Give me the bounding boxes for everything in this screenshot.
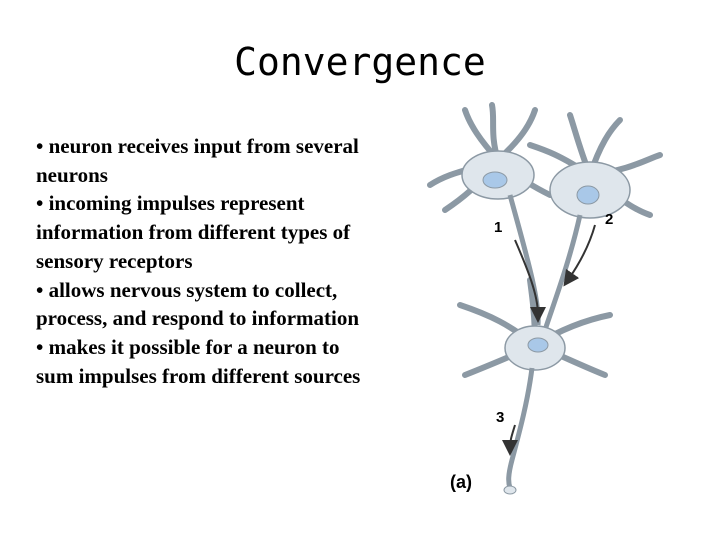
label-2: 2 <box>605 211 613 228</box>
upper-right-neuron <box>527 112 663 331</box>
bullet-list: • neuron receives input from several neu… <box>36 132 366 390</box>
bullet-item: • neuron receives input from several neu… <box>36 134 359 187</box>
arrow-2 <box>563 224 596 287</box>
slide-title: Convergence <box>234 40 486 84</box>
neuron-convergence-figure: 1 2 3 (a) <box>420 100 670 500</box>
arrow-1 <box>514 239 546 323</box>
nucleus <box>527 337 549 353</box>
arrow-3 <box>502 424 519 456</box>
lower-neuron <box>457 277 613 489</box>
bullet-item: • makes it possible for a neuron to sum … <box>36 334 361 388</box>
axon-terminal <box>503 485 517 495</box>
neuron-diagram: 1 2 3 (a) <box>427 102 663 495</box>
bullet-item: • allows nervous system to collect, proc… <box>36 277 360 331</box>
panel-label: (a) <box>450 472 472 492</box>
label-3: 3 <box>496 409 504 426</box>
nucleus <box>482 171 508 189</box>
nucleus <box>576 185 600 205</box>
bullet-item: • incoming impulses represent informatio… <box>36 191 351 273</box>
label-1: 1 <box>494 219 502 236</box>
